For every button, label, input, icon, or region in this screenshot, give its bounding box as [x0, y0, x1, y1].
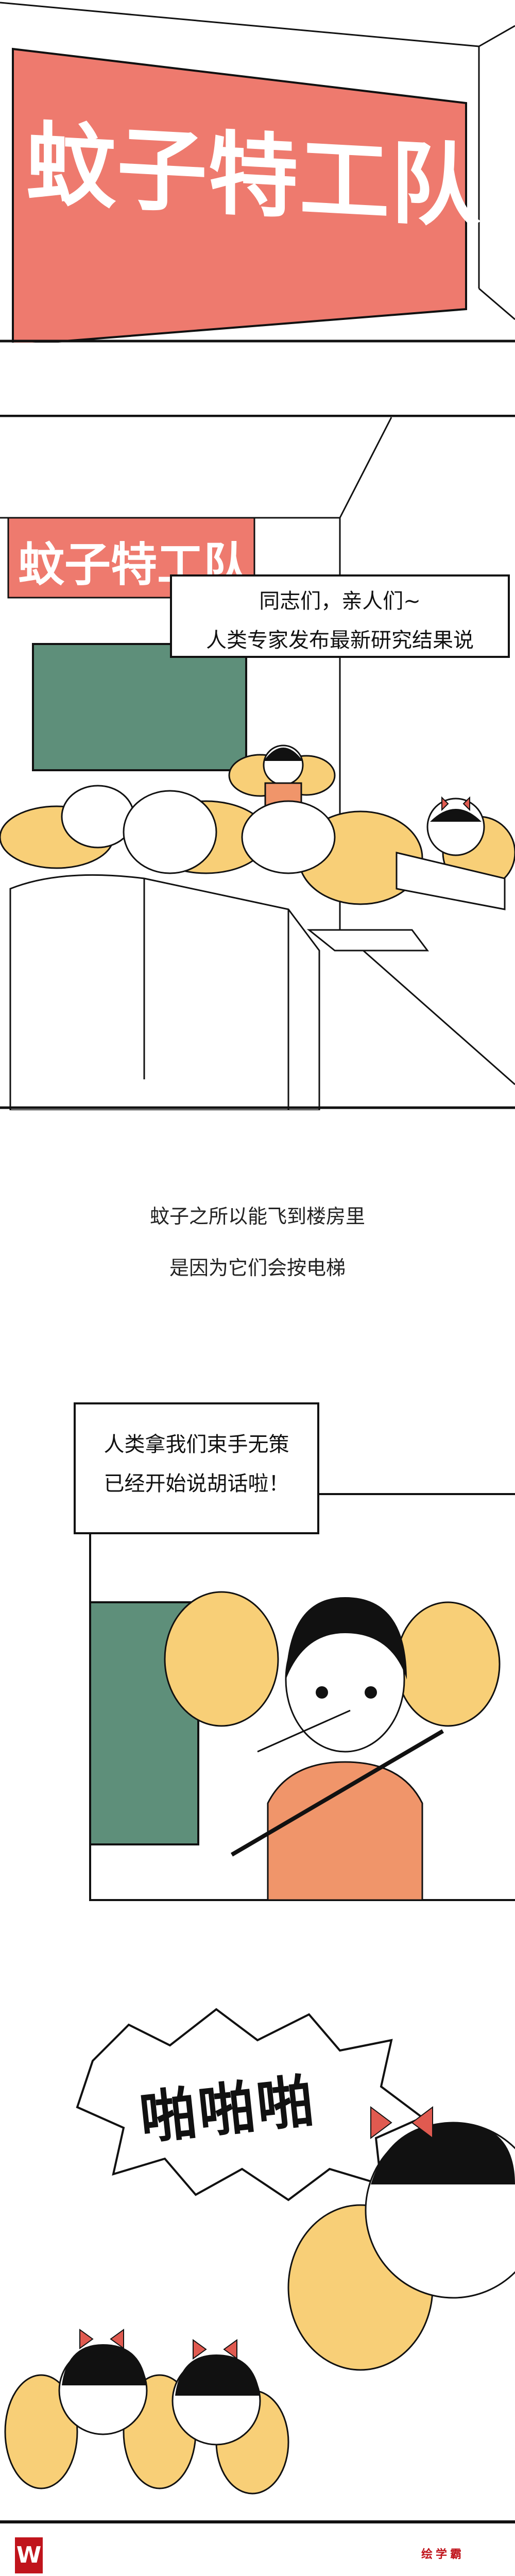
caption-line: 是因为它们会按电梯	[169, 1257, 346, 1279]
speech-line: 同志们，亲人们~	[259, 589, 421, 613]
panel-1: 蚊子特工队	[0, 0, 515, 343]
speech-bubble: 人类拿我们束手无策 已经开始说胡话啦！	[74, 1402, 319, 1534]
panel-2: 蚊子特工队 同志们，亲人们~ 人类专家发布最新研究结果说	[0, 415, 515, 1110]
footer: W 绘学霸	[0, 2527, 515, 2576]
panel-3: 人类拿我们束手无策 已经开始说胡话啦！	[0, 1391, 515, 1906]
room-corner-drawing	[0, 2, 515, 343]
brand-name: 绘学霸	[421, 2548, 465, 2561]
w-logo-icon: W	[15, 2537, 43, 2573]
caption-line: 蚊子之所以能飞到楼房里	[149, 1205, 365, 1228]
sign-text: 蚊子特工队	[26, 112, 482, 241]
panel-4: 啪啪啪	[0, 1968, 515, 2524]
team-sign	[12, 47, 467, 343]
speech-line: 已经开始说胡话啦！	[104, 1472, 289, 1496]
speech-bubble: 同志们，亲人们~ 人类专家发布最新研究结果说	[170, 574, 510, 658]
speech-line: 人类拿我们束手无策	[104, 1433, 289, 1456]
meeting-room-drawing	[0, 415, 515, 1110]
teacher-mosquito-drawing	[89, 1493, 515, 1901]
chalkboard	[32, 643, 247, 771]
applause-drawing	[0, 2008, 515, 2523]
speech-line: 人类专家发布最新研究结果说	[206, 629, 474, 652]
burst-bubble	[76, 2008, 424, 2201]
